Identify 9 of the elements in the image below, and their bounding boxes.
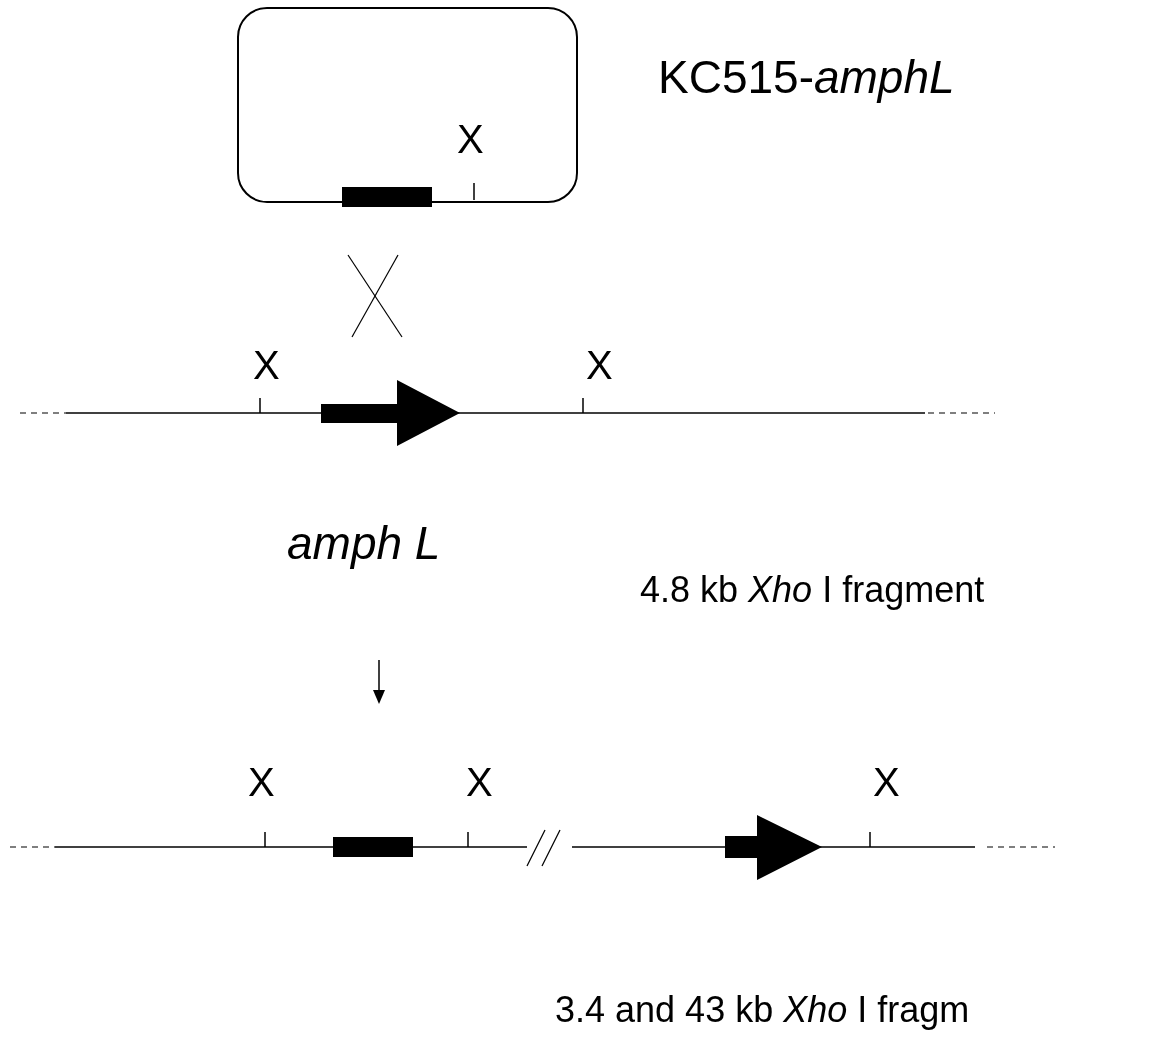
plasmid-box bbox=[237, 7, 578, 203]
fragment-label: 3.4 and 43 kb Xho I fragm bbox=[555, 992, 970, 1028]
restriction-site-label: X bbox=[466, 762, 493, 802]
restriction-site-label: X bbox=[248, 762, 275, 802]
restriction-site-label: X bbox=[457, 119, 484, 159]
restriction-site-label: X bbox=[253, 345, 280, 385]
fragment-label: 4.8 kb Xho I fragment bbox=[640, 572, 985, 608]
restriction-site-label: X bbox=[586, 345, 613, 385]
restriction-site-label: X bbox=[873, 762, 900, 802]
